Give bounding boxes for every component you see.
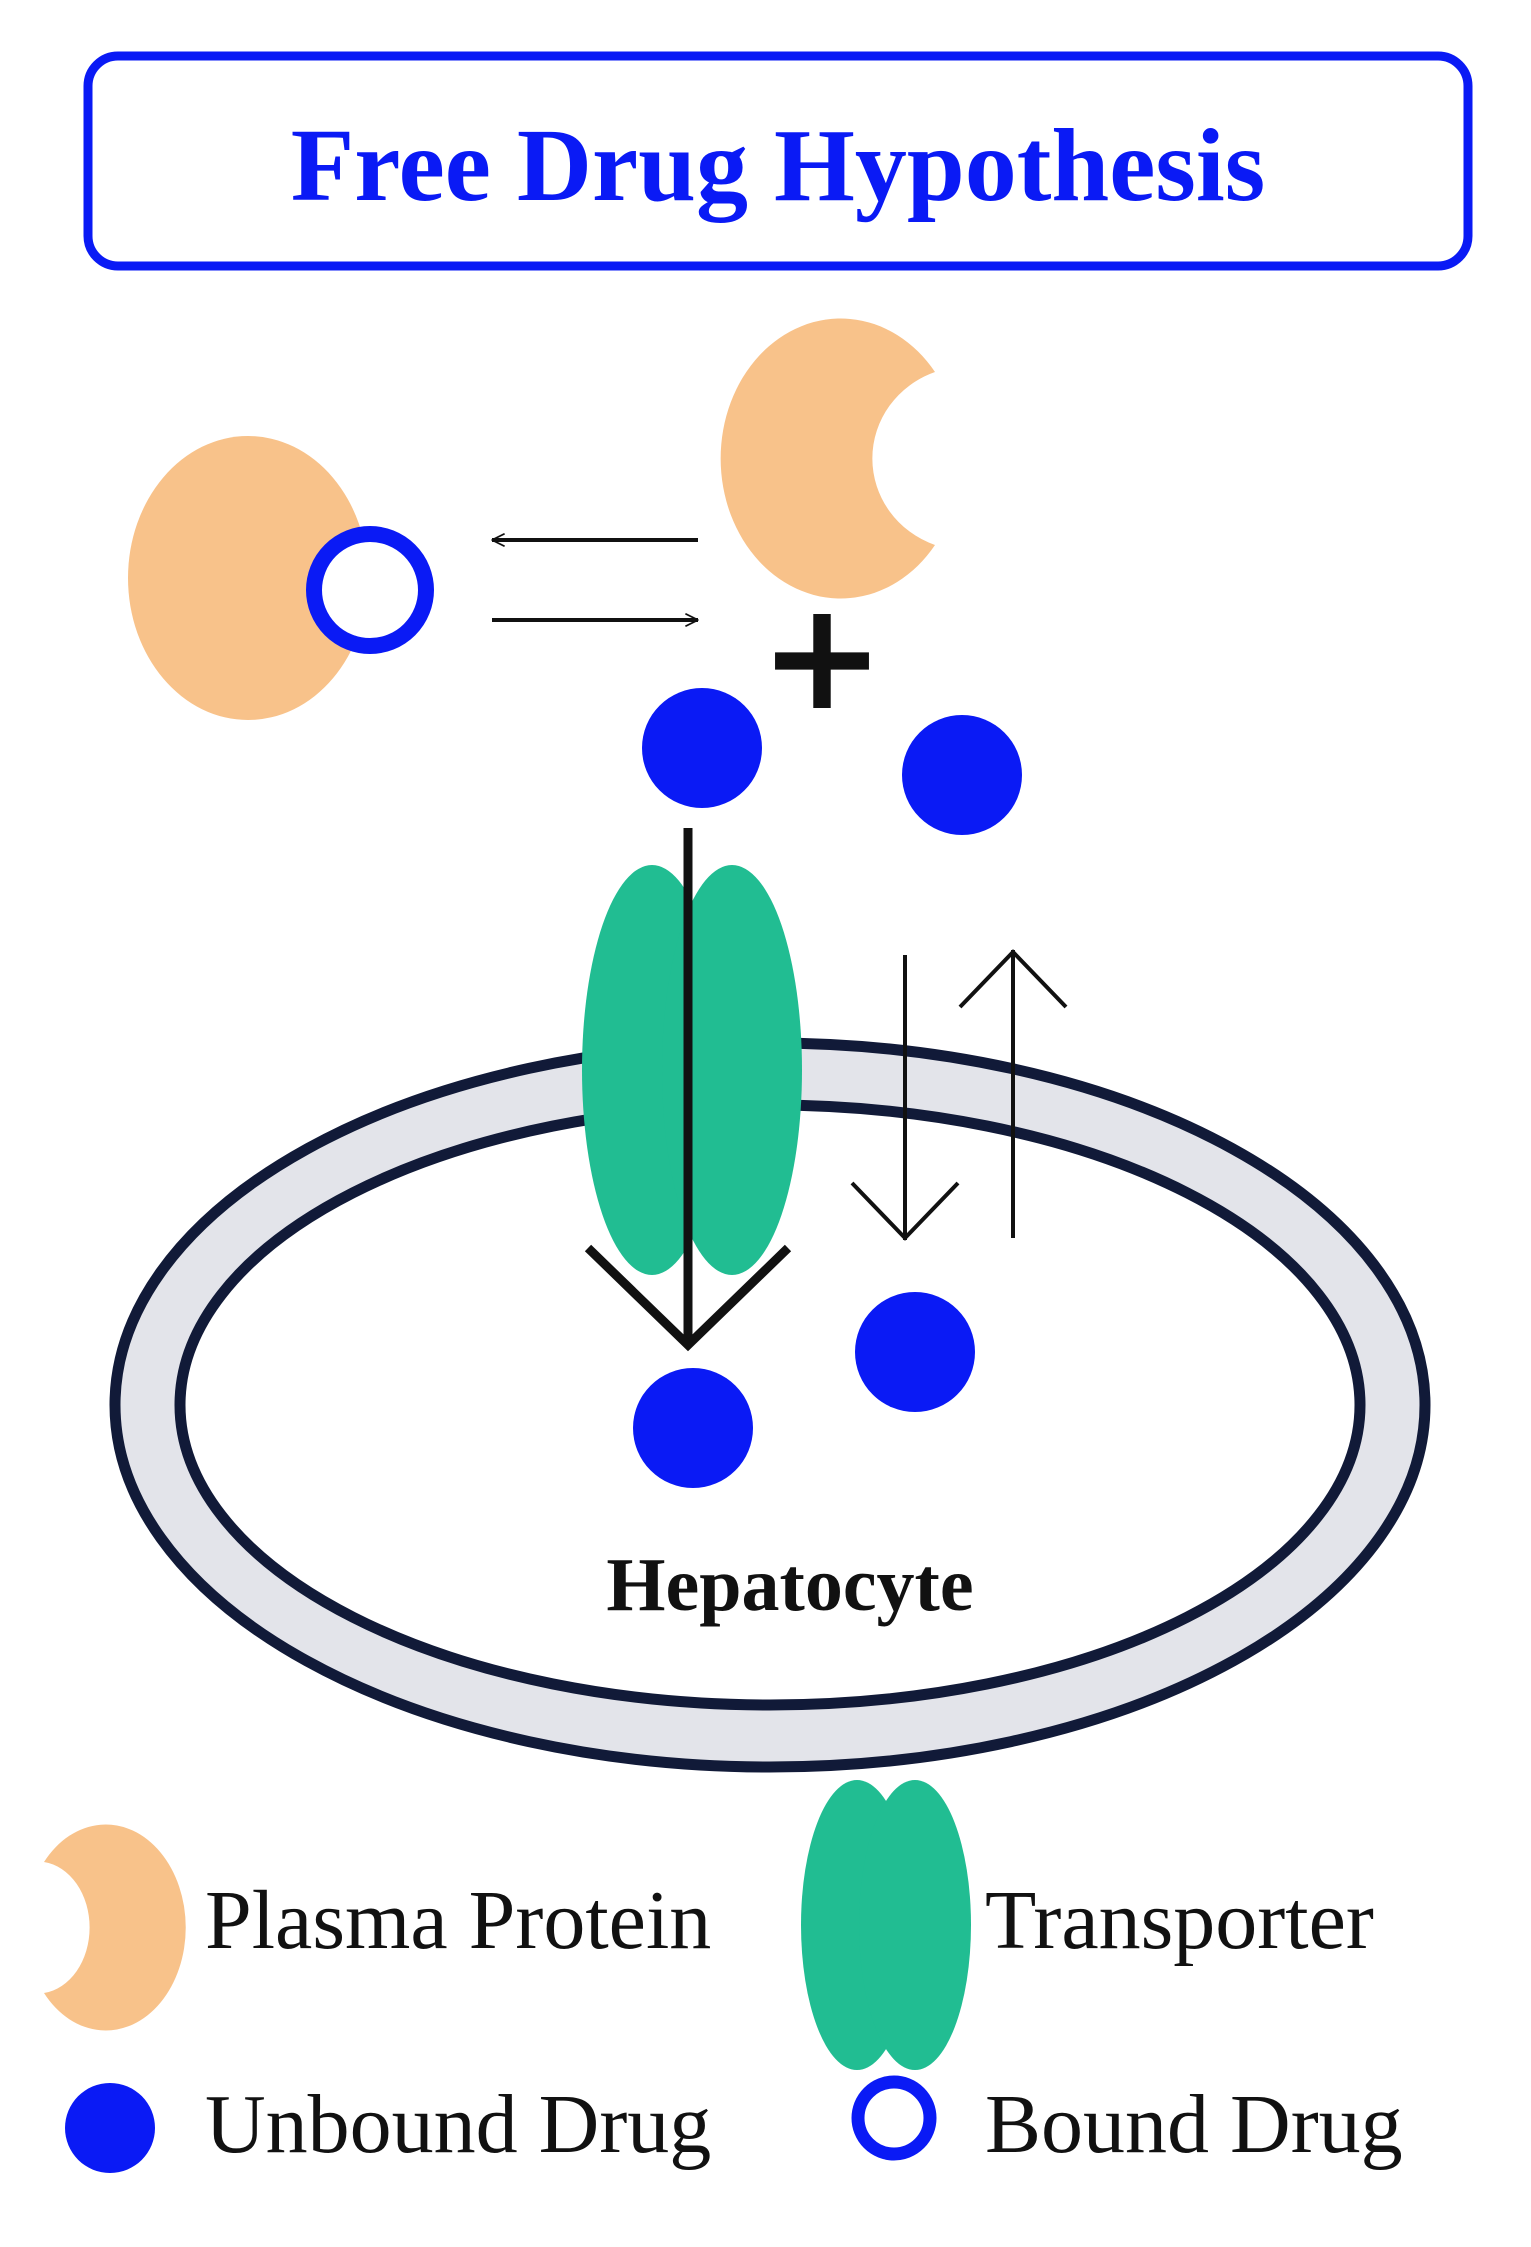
unbound-drug-dot (902, 715, 1022, 835)
unbound-drug-legend-icon (65, 2083, 155, 2173)
page-title: Free Drug Hypothesis (291, 108, 1265, 223)
unbound-drug-dot (642, 688, 762, 808)
transporter-right-lobe (662, 865, 802, 1275)
plasma-protein-legend-icon (44, 1824, 186, 2031)
unbound-drug-dot (855, 1292, 975, 1412)
hepatocyte-membrane (109, 1037, 1431, 1773)
binding-equilibrium-arrows (492, 540, 698, 620)
protein-drug-complex (128, 436, 434, 720)
plasma-protein-crescent-icon (720, 318, 935, 599)
legend-plasma-protein-label: Plasma Protein (205, 1874, 711, 1967)
intracellular-unbound-drugs (633, 1292, 975, 1488)
arrow-influx-head (850, 1181, 960, 1241)
plus-sign: + (759, 570, 885, 744)
legend-transporter-label: Transporter (985, 1874, 1374, 1967)
legend-bound-drug-label: Bound Drug (985, 2078, 1403, 2171)
transporter-uptake-arrow (584, 828, 792, 1352)
free-plasma-protein (720, 318, 935, 599)
uptake-arrow-head (584, 1244, 792, 1352)
bound-plasma-protein (128, 436, 368, 720)
passive-diffusion-arrows (850, 949, 1068, 1241)
legend-item-transporter: Transporter (801, 1780, 1374, 2070)
legend-unbound-drug-label: Unbound Drug (205, 2078, 711, 2171)
transporter-legend-icon-right (859, 1780, 971, 2070)
title-frame (83, 51, 1473, 271)
legend-item-bound-drug: Bound Drug (851, 2075, 1403, 2171)
bound-drug-icon (306, 526, 434, 654)
arrow-efflux-head (958, 949, 1068, 1009)
bound-drug-legend-icon (851, 2075, 937, 2161)
hepatocyte-label: Hepatocyte (606, 1543, 973, 1627)
title-box: Free Drug Hypothesis (83, 51, 1473, 271)
legend: Plasma Protein Transporter Unbound Drug … (44, 1780, 1403, 2173)
unbound-drug-dot (633, 1368, 753, 1488)
extracellular-unbound-drugs (642, 688, 1022, 835)
legend-item-plasma-protein: Plasma Protein (44, 1824, 711, 2031)
legend-item-unbound-drug: Unbound Drug (65, 2078, 711, 2173)
